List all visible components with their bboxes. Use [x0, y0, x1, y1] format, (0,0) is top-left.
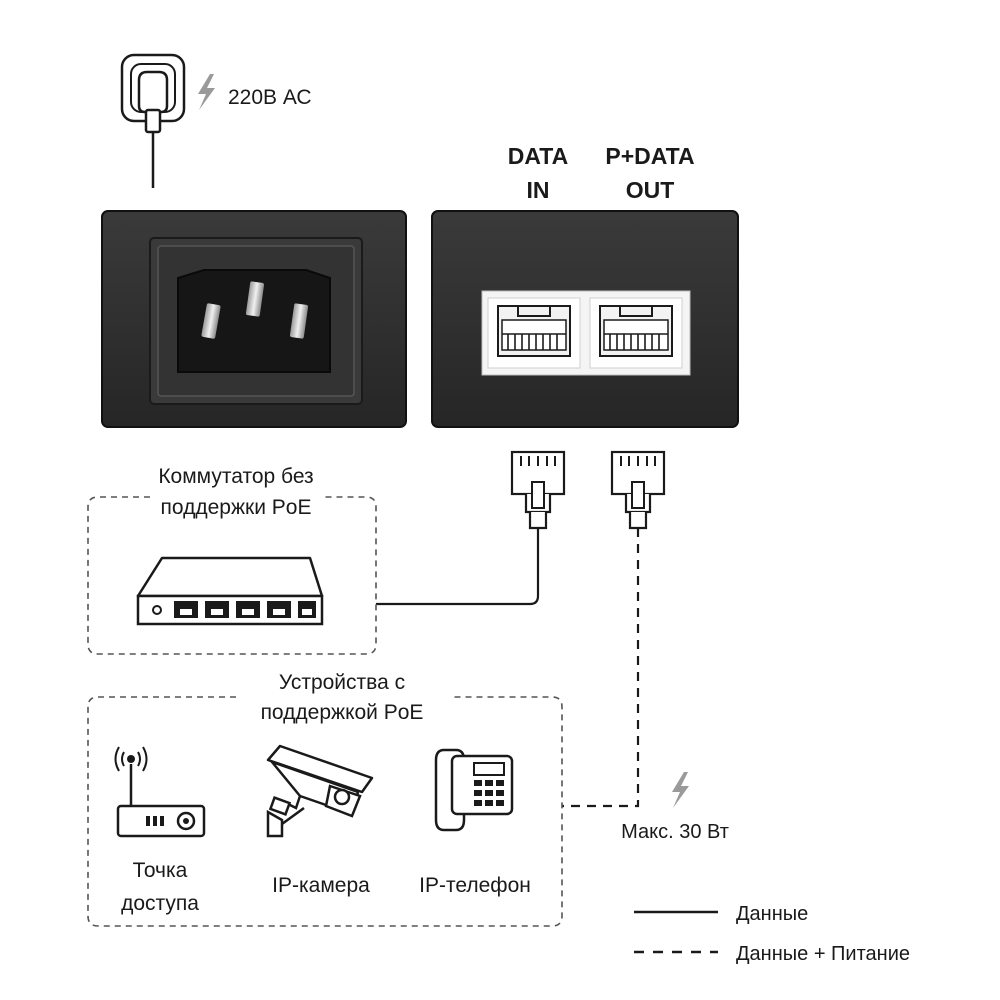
switch-group-label-1: Коммутатор без — [158, 465, 313, 488]
data-cable-line — [376, 528, 540, 606]
legend: Данные Данные + Питание — [634, 903, 910, 965]
data-power-cable-line — [562, 528, 640, 808]
switch-group-frame — [87, 496, 377, 655]
switch-group-label-2: поддержки PoE — [161, 496, 312, 519]
ip-phone-icon — [434, 748, 514, 832]
power-input-label: 220В АС — [228, 86, 312, 109]
power-limit-label: Макс. 30 Вт — [621, 821, 729, 843]
port-label-data-in-1: DATA — [508, 143, 568, 169]
port-label-pdata-out-1: P+DATA — [605, 143, 694, 169]
power-limit-bolt-icon — [672, 772, 689, 808]
legend-data-power-label: Данные + Питание — [736, 943, 910, 965]
access-point-label-2: доступа — [121, 892, 199, 915]
port-label-data-in-2: IN — [527, 177, 550, 203]
rj45-plug-data-in-icon — [510, 450, 566, 530]
rj45-port-data-in — [487, 297, 581, 369]
ip-phone-label: IP-телефон — [419, 874, 531, 897]
poe-injector-module — [431, 210, 739, 428]
power-pin-icon — [201, 281, 309, 339]
legend-data-label: Данные — [736, 903, 808, 925]
devices-group-label-2: поддержкой PoE — [261, 701, 424, 724]
access-point-icon — [114, 746, 206, 838]
power-inlet-module — [101, 210, 407, 428]
devices-group-frame — [87, 696, 563, 927]
power-bolt-icon — [198, 74, 215, 110]
network-switch-icon — [136, 556, 324, 626]
ip-camera-icon — [266, 744, 374, 838]
devices-group-label-1: Устройства с — [279, 671, 405, 694]
port-label-pdata-out-2: OUT — [626, 177, 675, 203]
rj45-port-pdata-out — [589, 297, 683, 369]
rj45-plug-pdata-out-icon — [610, 450, 666, 530]
access-point-label-1: Точка — [133, 859, 188, 882]
ip-camera-label: IP-камера — [272, 874, 370, 897]
wall-socket-icon — [120, 53, 186, 188]
